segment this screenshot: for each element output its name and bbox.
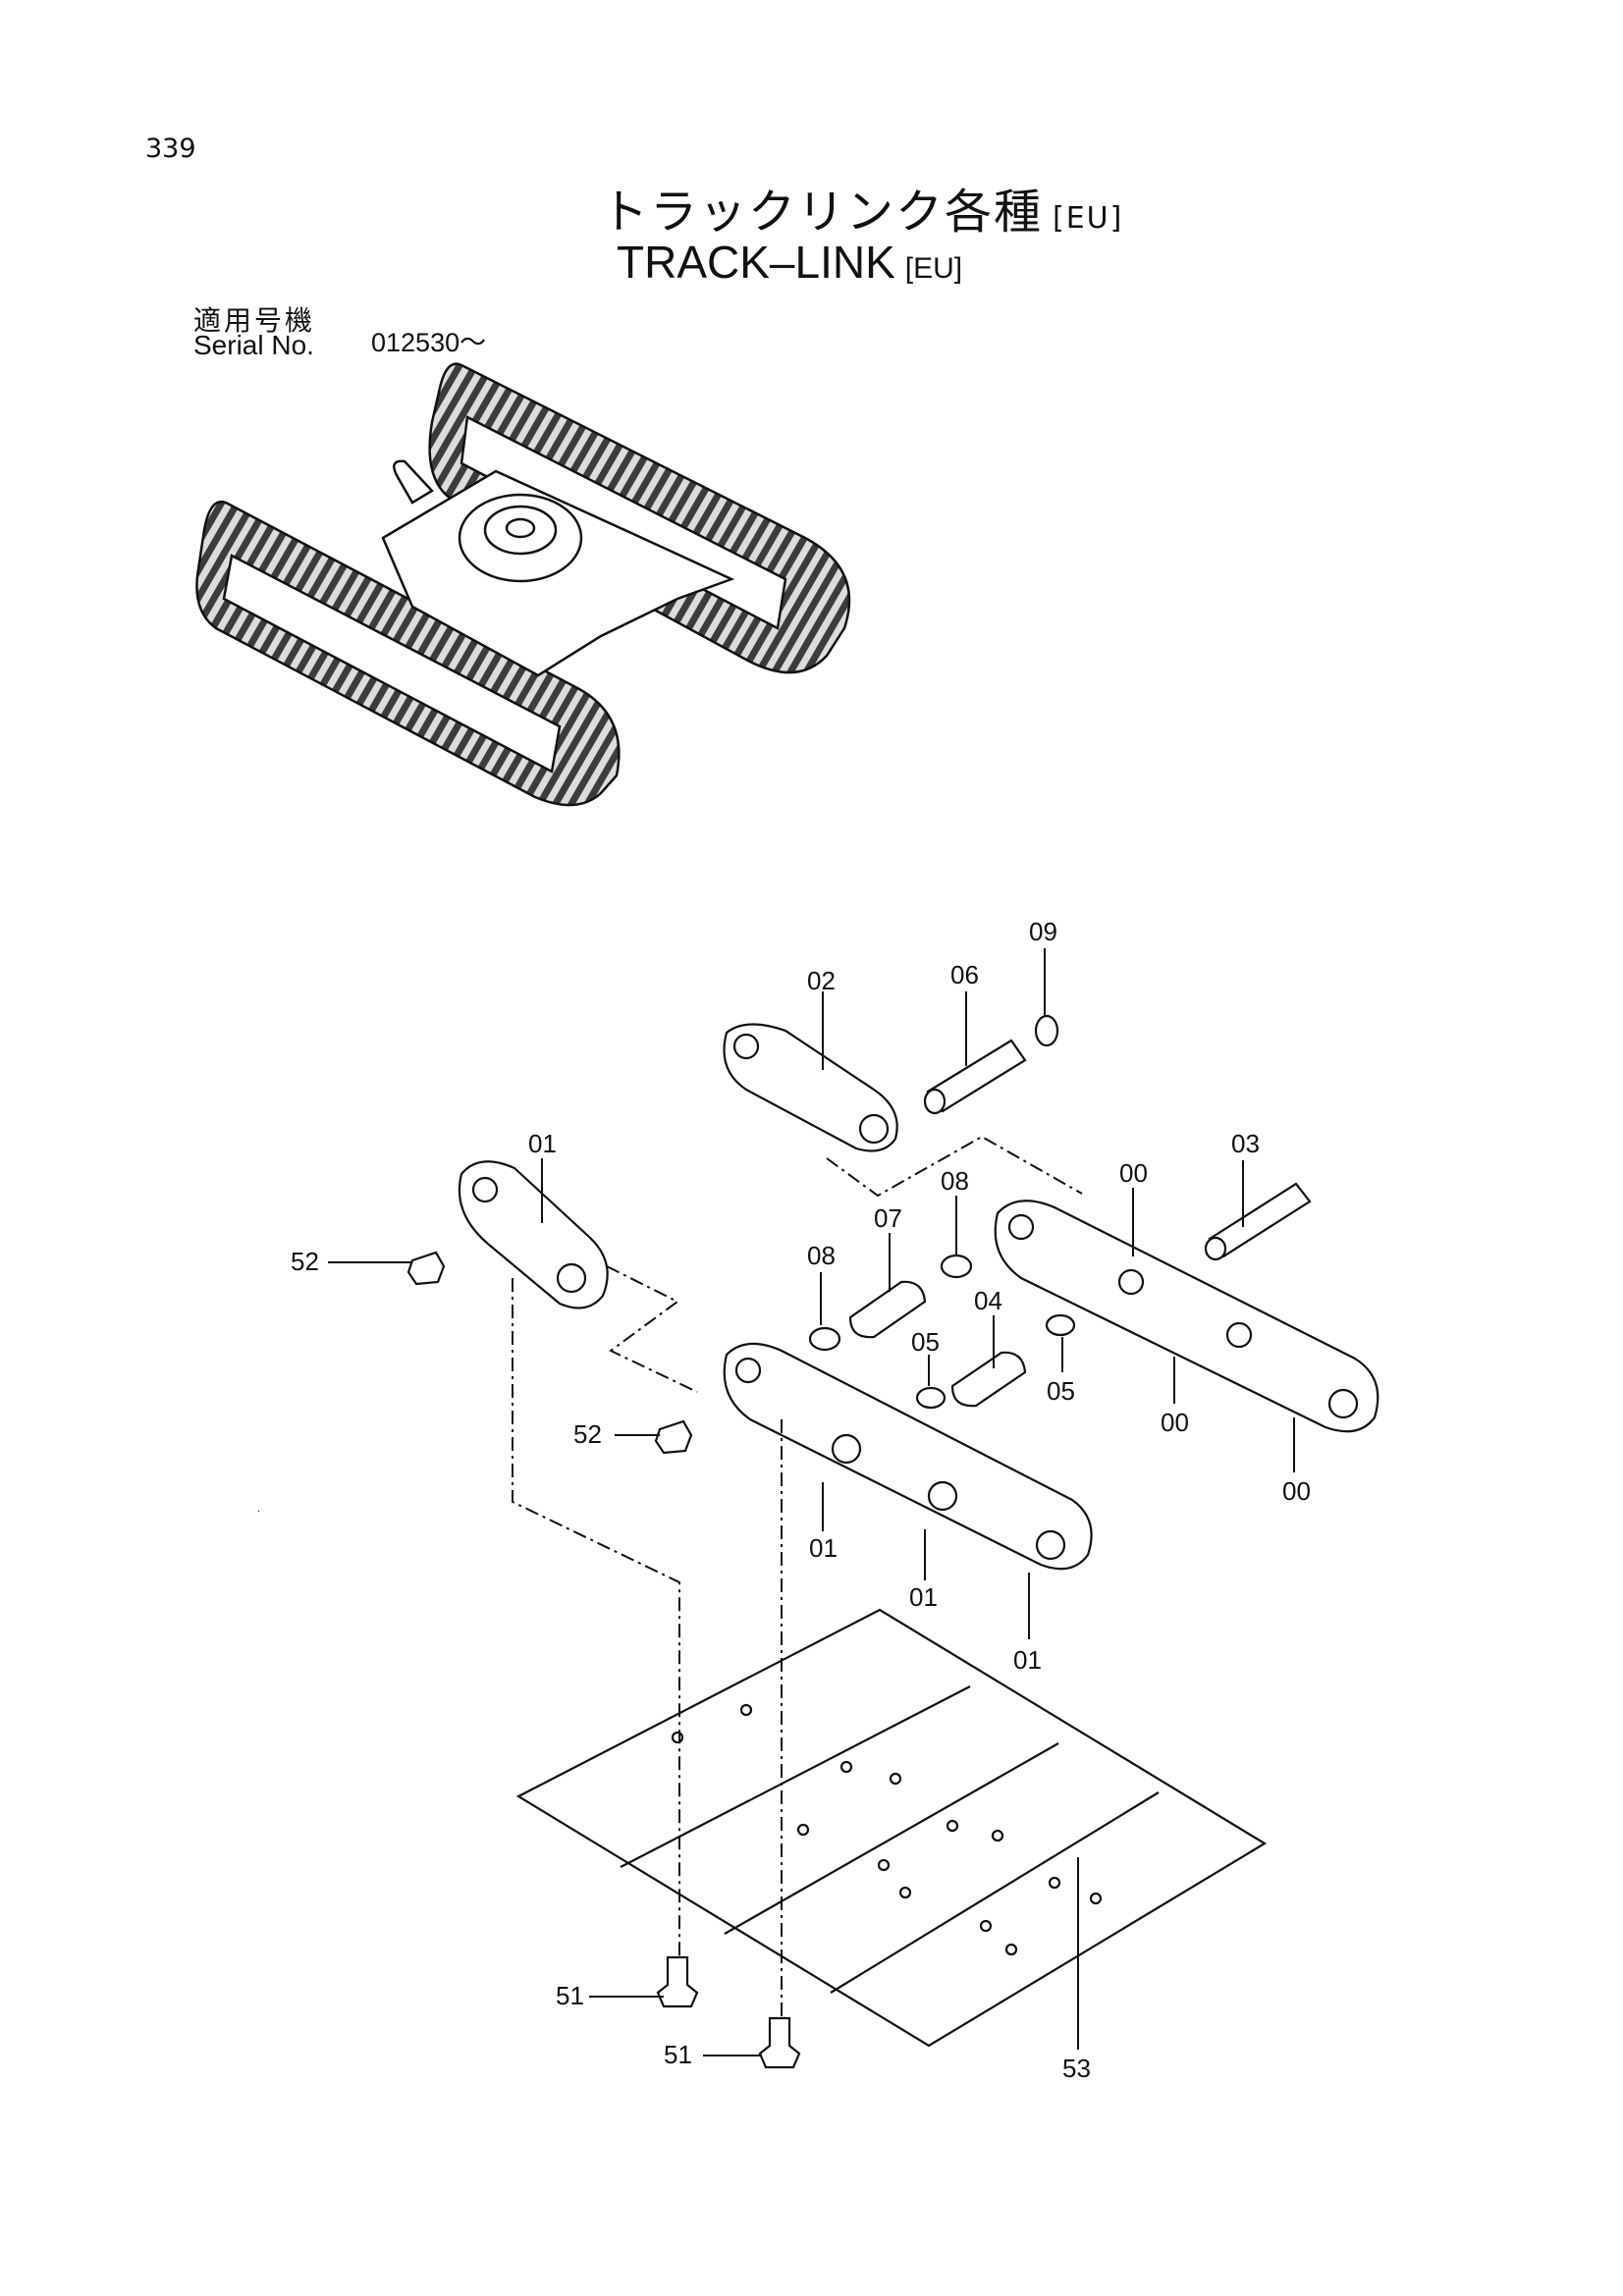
callout-leader-lines bbox=[328, 948, 1295, 2056]
shoe-bolt-hole bbox=[889, 1772, 902, 1786]
title-en-tag: [EU] bbox=[904, 252, 963, 285]
callout-09: 09 bbox=[1029, 917, 1057, 946]
part-02-hole-1 bbox=[732, 1033, 760, 1060]
callout-05-b: 05 bbox=[1047, 1376, 1075, 1406]
shoe-bolt-hole bbox=[671, 1731, 684, 1744]
part-01-chain-hole-3 bbox=[927, 1480, 958, 1512]
part-53-grouser-3 bbox=[830, 1791, 1160, 1994]
diagram-dot: · bbox=[257, 1507, 260, 1518]
callout-01-a: 01 bbox=[809, 1533, 838, 1563]
shoe-bolt-hole bbox=[739, 1703, 753, 1717]
callout-00-mid: 00 bbox=[1161, 1408, 1189, 1437]
part-04-bushing bbox=[950, 1351, 1027, 1408]
swing-bearing-hub bbox=[505, 517, 536, 539]
page-number: 339 bbox=[145, 133, 196, 164]
callout-52-b: 52 bbox=[573, 1419, 602, 1449]
serial-label-english: Serial No. bbox=[193, 330, 314, 360]
shoe-bolt-hole bbox=[1004, 1943, 1018, 1956]
part-03-pin-end bbox=[1204, 1236, 1227, 1261]
part-00-hole-3 bbox=[1225, 1321, 1253, 1349]
shoe-bolt-hole bbox=[979, 1919, 993, 1933]
shoe-bolt-hole bbox=[839, 1760, 853, 1774]
part-00-hole-2 bbox=[1117, 1268, 1145, 1296]
title-jp-text: トラックリンク各種 bbox=[601, 185, 1044, 240]
part-08-seal-b bbox=[940, 1254, 973, 1279]
front-track-frame bbox=[222, 554, 562, 774]
part-01-chain-hole-4 bbox=[1035, 1529, 1066, 1561]
title-en-text: TRACK–LINK bbox=[617, 237, 895, 288]
part-08-seal-a bbox=[808, 1326, 841, 1352]
part-06-pin-end bbox=[923, 1088, 947, 1115]
callout-53: 53 bbox=[1062, 2054, 1091, 2083]
part-01-chain-hole-1 bbox=[734, 1357, 762, 1384]
part-05-seal-a bbox=[915, 1386, 947, 1410]
part-01-chain-hole-2 bbox=[831, 1433, 862, 1465]
part-52-nut-a bbox=[406, 1251, 446, 1286]
part-00-hole-4 bbox=[1327, 1388, 1359, 1419]
parts-linework bbox=[406, 1014, 1380, 2069]
part-53-shoe-plate bbox=[515, 1608, 1268, 2048]
shoe-bolt-hole bbox=[1048, 1876, 1061, 1890]
part-09-snap-ring bbox=[1034, 1014, 1059, 1047]
callout-08-a: 08 bbox=[941, 1166, 969, 1196]
part-02-master-link bbox=[723, 1023, 898, 1152]
callout-00-bottom: 00 bbox=[1282, 1476, 1311, 1506]
part-52-nut-b bbox=[654, 1419, 693, 1455]
title-jp-tag: [EU] bbox=[1053, 201, 1124, 236]
blade-arm bbox=[393, 459, 434, 505]
callout-01-b: 01 bbox=[909, 1582, 938, 1612]
callout-51-b: 51 bbox=[664, 2040, 692, 2069]
callout-51-a: 51 bbox=[556, 1981, 584, 2010]
shoe-bolt-hole bbox=[796, 1823, 810, 1837]
shoe-bolt-hole bbox=[991, 1829, 1004, 1842]
callout-01-c: 01 bbox=[1013, 1645, 1042, 1675]
part-02-hole-2 bbox=[858, 1113, 890, 1145]
callout-00-top: 00 bbox=[1119, 1158, 1148, 1188]
part-01-link-hole-1 bbox=[471, 1176, 499, 1203]
part-01-link-hole-2 bbox=[556, 1262, 587, 1294]
part-05-seal-b bbox=[1045, 1313, 1076, 1337]
shoe-bolt-hole bbox=[1089, 1892, 1103, 1905]
part-51-bolt-b bbox=[758, 2016, 801, 2069]
assembly-guide-lines bbox=[512, 1135, 1083, 2018]
part-51-bolt-a bbox=[656, 1955, 699, 2008]
callout-07: 07 bbox=[874, 1203, 902, 1233]
part-00-link-chain bbox=[994, 1200, 1380, 1433]
callout-52-a: 52 bbox=[291, 1247, 319, 1276]
callout-06: 06 bbox=[950, 960, 979, 989]
shoe-bolt-hole bbox=[946, 1819, 959, 1833]
undercarriage-overview-illustration bbox=[195, 362, 851, 807]
serial-label-japanese: 適用号機 bbox=[193, 304, 316, 337]
part-53-grouser-2 bbox=[724, 1742, 1059, 1935]
callout-03: 03 bbox=[1231, 1129, 1260, 1158]
part-07-bushing bbox=[848, 1280, 927, 1339]
shoe-bolt-hole bbox=[877, 1858, 891, 1872]
page-title-japanese: トラックリンク各種 [EU] bbox=[601, 173, 1123, 241]
shoe-bolt-hole bbox=[898, 1886, 912, 1899]
page-title-english: TRACK–LINK [EU] bbox=[617, 236, 962, 289]
part-00-hole-1 bbox=[1007, 1213, 1035, 1241]
part-01-link-chain bbox=[723, 1342, 1093, 1571]
callout-05-a: 05 bbox=[911, 1327, 940, 1357]
callout-04: 04 bbox=[974, 1286, 1002, 1315]
callout-08-b: 08 bbox=[807, 1241, 836, 1270]
serial-value: 012530～ bbox=[371, 328, 487, 357]
callout-02: 02 bbox=[807, 966, 836, 995]
callout-01-top: 01 bbox=[528, 1129, 557, 1158]
